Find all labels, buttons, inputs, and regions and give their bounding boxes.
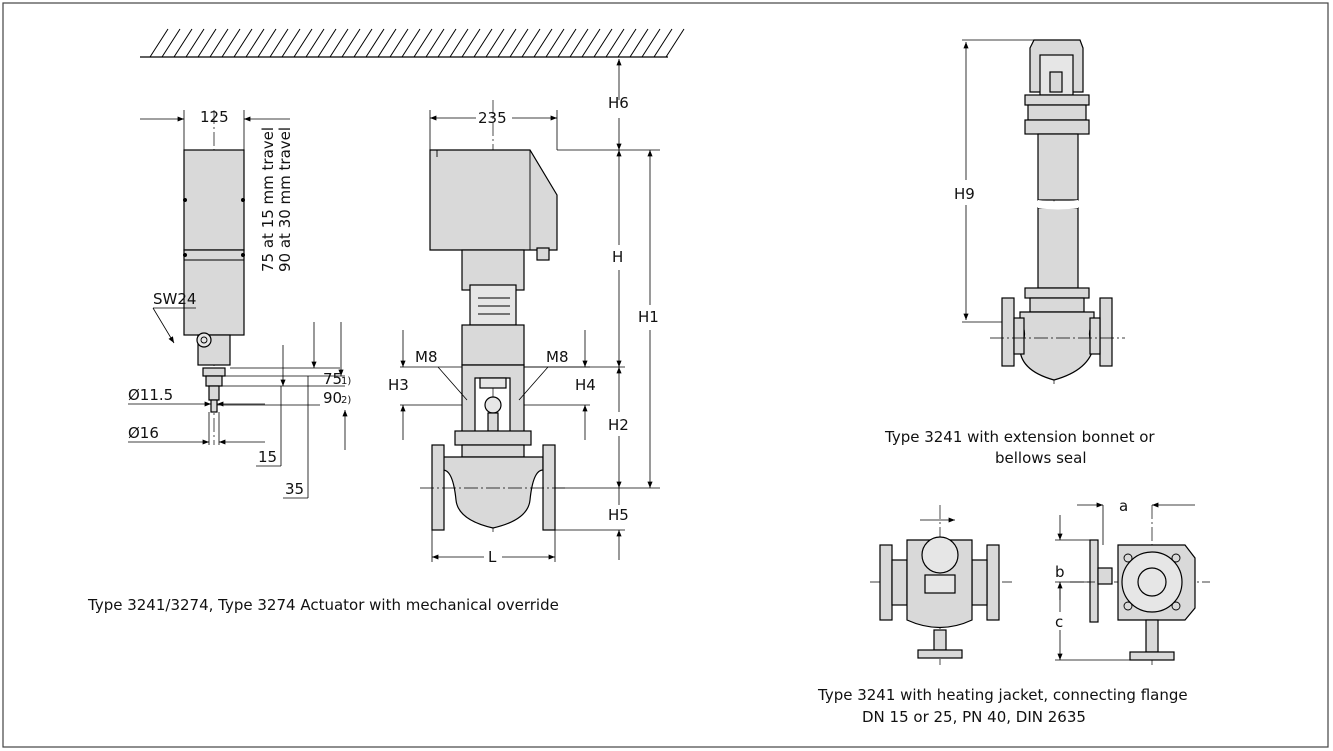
- hatch-stroke: [377, 28, 397, 58]
- hatch-stroke: [233, 28, 253, 58]
- hatch-stroke: [413, 28, 433, 58]
- side-view: 125 75 at 15 mm travel 90 at 30 mm trave…: [128, 108, 351, 499]
- m8-right: M8: [546, 348, 569, 366]
- hatch-stroke: [197, 28, 217, 58]
- dim-h3: H3: [388, 376, 409, 394]
- hatch-stroke: [461, 28, 481, 58]
- hatch-stroke: [353, 28, 373, 58]
- hatch-stroke: [521, 28, 541, 58]
- dim-h4: H4: [575, 376, 596, 394]
- dim-a: a: [1119, 497, 1128, 515]
- hatch-stroke: [641, 28, 661, 58]
- hatch-stroke: [533, 28, 553, 58]
- hatch-stroke: [305, 28, 325, 58]
- hatch-stroke: [545, 28, 565, 58]
- dim-h1: H1: [638, 308, 659, 326]
- note-1: 1): [341, 376, 351, 387]
- hatch-stroke: [605, 28, 625, 58]
- dim-c: c: [1055, 613, 1063, 631]
- hatch-stroke: [209, 28, 229, 58]
- m8-left: M8: [415, 348, 438, 366]
- hatch-stroke: [629, 28, 649, 58]
- hatch-stroke: [365, 28, 385, 58]
- hatch-stroke: [149, 28, 169, 58]
- hatch-stroke: [425, 28, 445, 58]
- dim-h6: H6: [608, 94, 629, 112]
- dia-16: Ø16: [128, 424, 159, 442]
- dim-h5: H5: [608, 506, 629, 524]
- dim-35: 35: [285, 480, 304, 498]
- dim-90: 90: [323, 389, 342, 407]
- hatch-stroke: [269, 28, 289, 58]
- sw24-label: SW24: [153, 290, 196, 308]
- ceiling-hatch: [140, 28, 685, 58]
- hatch-stroke: [329, 28, 349, 58]
- hatch-stroke: [509, 28, 529, 58]
- hatch-stroke: [593, 28, 613, 58]
- hatch-stroke: [173, 28, 193, 58]
- hatch-stroke: [581, 28, 601, 58]
- hatch-stroke: [281, 28, 301, 58]
- hatch-stroke: [389, 28, 409, 58]
- travel-30-label: 90 at 30 mm travel: [276, 127, 294, 272]
- hatch-stroke: [161, 28, 181, 58]
- dim-h9: H9: [954, 185, 975, 203]
- dim-15: 15: [258, 448, 277, 466]
- front-view: 235 M8 M8 H3: [388, 59, 660, 566]
- caption-main: Type 3241/3274, Type 3274 Actuator with …: [87, 596, 559, 614]
- hatch-stroke: [221, 28, 241, 58]
- hatch-stroke: [665, 28, 685, 58]
- dim-125: 125: [200, 108, 229, 126]
- hatch-stroke: [185, 28, 205, 58]
- hatch-stroke: [257, 28, 277, 58]
- dim-235: 235: [478, 109, 507, 127]
- caption-extension-line2: bellows seal: [995, 449, 1087, 467]
- hatch-stroke: [449, 28, 469, 58]
- caption-heating-line2: DN 15 or 25, PN 40, DIN 2635: [862, 708, 1086, 726]
- extension-bonnet-view: H9: [954, 39, 1125, 385]
- hatch-stroke: [485, 28, 505, 58]
- hatch-stroke: [245, 28, 265, 58]
- dim-75: 75: [323, 370, 342, 388]
- dim-l: L: [488, 548, 497, 566]
- hatch-stroke: [317, 28, 337, 58]
- note-2: 2): [341, 395, 351, 406]
- dia-11-5: Ø11.5: [128, 386, 173, 404]
- hatch-stroke: [341, 28, 361, 58]
- caption-extension-line1: Type 3241 with extension bonnet or: [884, 428, 1155, 446]
- dim-b: b: [1055, 563, 1065, 581]
- hatch-stroke: [401, 28, 421, 58]
- dim-h2: H2: [608, 416, 629, 434]
- heating-jacket-side-view: a b c: [1055, 497, 1210, 665]
- dim-h: H: [612, 248, 623, 266]
- caption-heating-line1: Type 3241 with heating jacket, connectin…: [817, 686, 1188, 704]
- hatch-stroke: [557, 28, 577, 58]
- hatch-stroke: [617, 28, 637, 58]
- hatch-stroke: [653, 28, 673, 58]
- hatch-stroke: [293, 28, 313, 58]
- hatch-stroke: [497, 28, 517, 58]
- hatch-stroke: [569, 28, 589, 58]
- travel-15-label: 75 at 15 mm travel: [259, 127, 277, 272]
- hatch-stroke: [473, 28, 493, 58]
- heating-jacket-front-view: [870, 505, 1012, 665]
- hatch-stroke: [437, 28, 457, 58]
